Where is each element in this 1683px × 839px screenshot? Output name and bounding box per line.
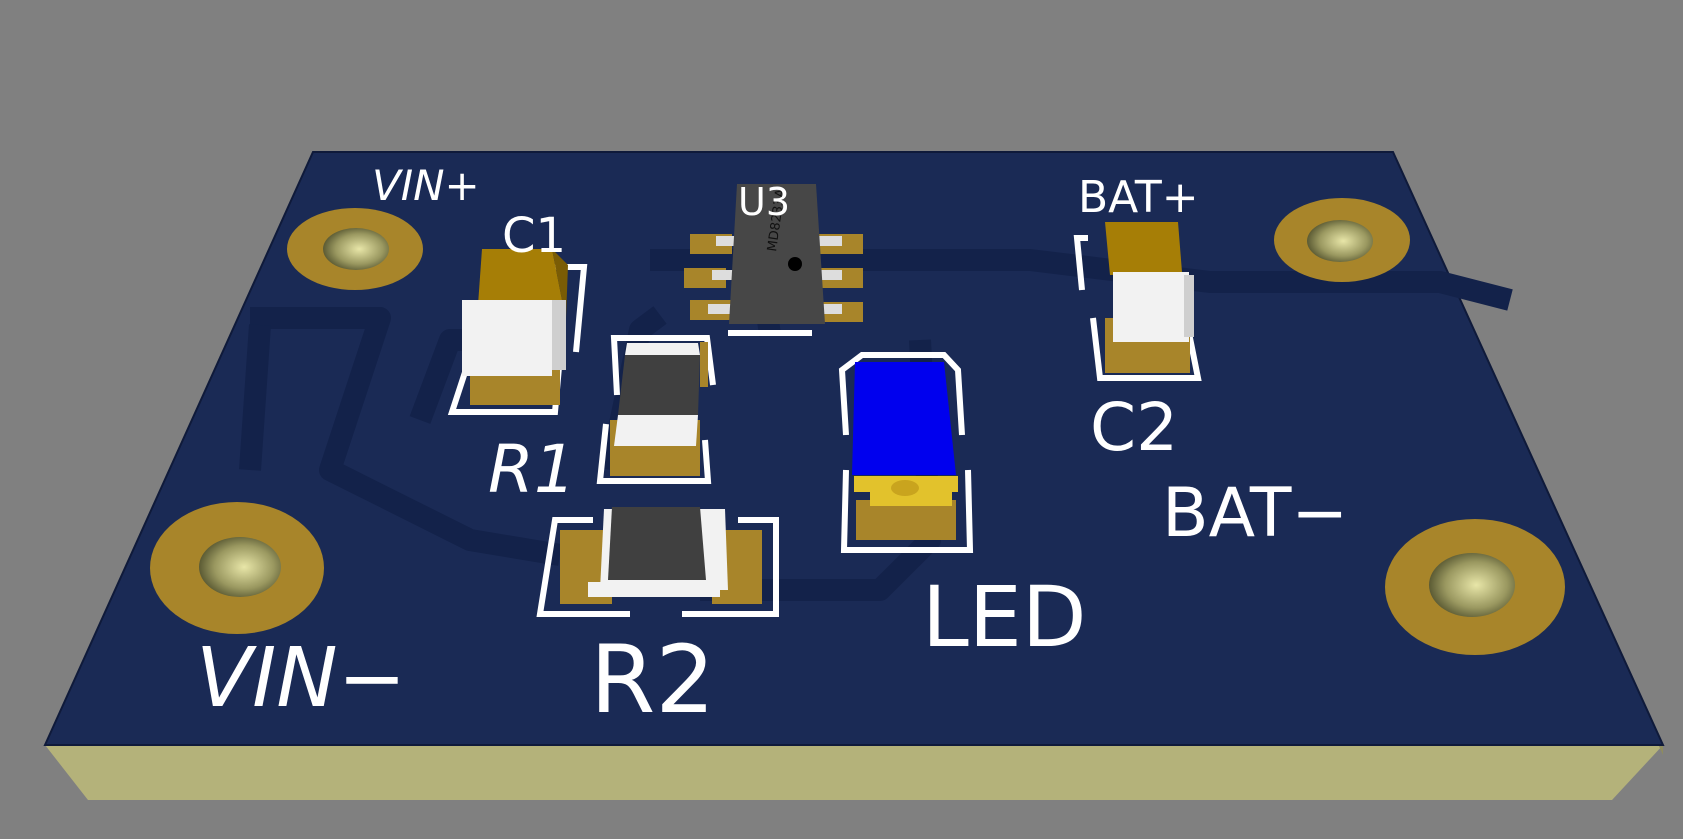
resistor-r2[interactable] <box>536 507 779 617</box>
label-c1: C1 <box>502 208 566 264</box>
label-r2: R2 <box>590 626 715 735</box>
pad-vin-minus[interactable] <box>150 502 324 634</box>
board-front-edge <box>45 745 1663 800</box>
silkscreen-labels: VIN+ C1 U3 BAT+ C2 R1 BAT− LED VIN− R2 <box>196 161 1348 735</box>
capacitor-c1[interactable] <box>447 249 588 415</box>
pad-bat-minus[interactable] <box>1385 519 1565 655</box>
label-bat-minus: BAT− <box>1162 474 1348 553</box>
label-bat-plus: BAT+ <box>1078 172 1199 223</box>
label-r1: R1 <box>488 431 576 508</box>
capacitor-c2[interactable] <box>1073 222 1202 381</box>
label-led: LED <box>922 568 1087 666</box>
ic-u3[interactable]: MD8233A <box>684 184 863 336</box>
label-vin-plus: VIN+ <box>372 161 480 210</box>
pin1-dot <box>788 257 802 271</box>
pad-vin-plus[interactable] <box>287 208 423 290</box>
label-vin-minus: VIN− <box>196 631 406 726</box>
resistor-r1[interactable] <box>596 335 716 484</box>
pad-bat-plus[interactable] <box>1274 198 1410 282</box>
led[interactable] <box>838 352 974 553</box>
label-u3: U3 <box>738 180 790 224</box>
label-c2: C2 <box>1090 389 1178 466</box>
